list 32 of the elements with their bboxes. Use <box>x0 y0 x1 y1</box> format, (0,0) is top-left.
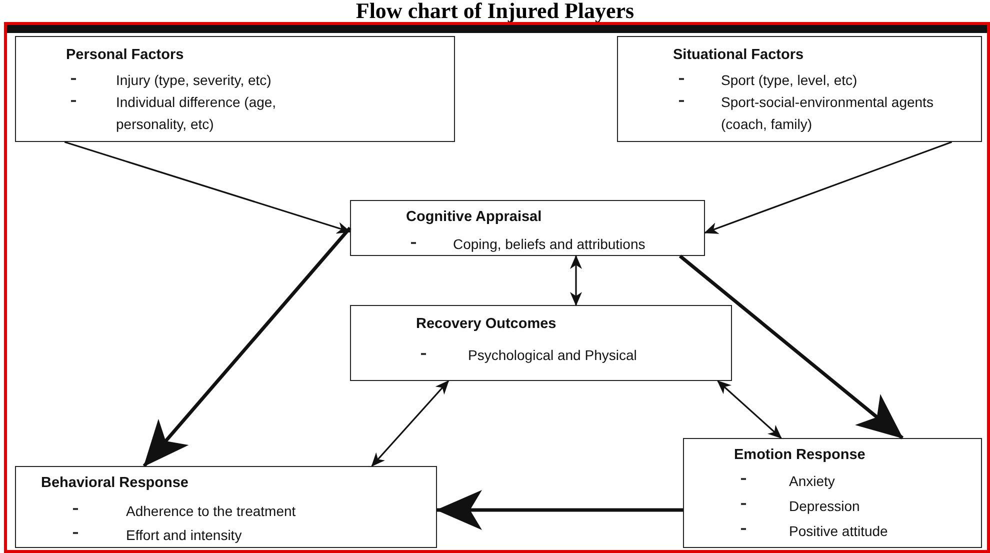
box-heading: Personal Factors <box>66 47 184 63</box>
list-item: Injury (type, severity, etc) <box>116 71 272 90</box>
arrow <box>570 255 582 306</box>
box-heading: Cognitive Appraisal <box>406 209 542 225</box>
arrow <box>371 380 450 467</box>
list-item: Adherence to the treatment <box>126 502 297 521</box>
list-item: Psychological and Physical <box>468 346 638 365</box>
factor-box <box>683 438 982 548</box>
factor-box <box>350 305 732 381</box>
list-item: Sport-social-environmental agents (coach, family) <box>721 93 934 134</box>
list-item: Sport (type, level, etc) <box>721 71 858 90</box>
box-heading: Behavioral Response <box>41 475 188 491</box>
list-item: Coping, beliefs and attributions <box>453 235 646 254</box>
arrow <box>64 141 351 234</box>
arrow <box>678 254 904 440</box>
list-item: Anxiety <box>789 472 836 491</box>
list-item: Effort and intensity <box>126 526 243 545</box>
arrow <box>142 226 352 468</box>
box-heading: Situational Factors <box>673 47 804 63</box>
diagram-title: Flow chart of Injured Players <box>354 0 636 22</box>
arrow <box>436 490 683 530</box>
factor-box <box>15 36 455 142</box>
factor-box <box>617 36 982 142</box>
box-heading: Recovery Outcomes <box>416 316 556 332</box>
factor-box <box>15 466 437 548</box>
factor-box <box>350 200 705 256</box>
box-heading: Emotion Response <box>734 447 866 463</box>
arrow <box>717 380 782 439</box>
list-item: Individual difference (age, personality, etc) <box>116 93 278 134</box>
list-item: Depression <box>789 497 861 516</box>
arrow <box>704 141 952 234</box>
list-item: Positive attitude <box>789 522 889 541</box>
